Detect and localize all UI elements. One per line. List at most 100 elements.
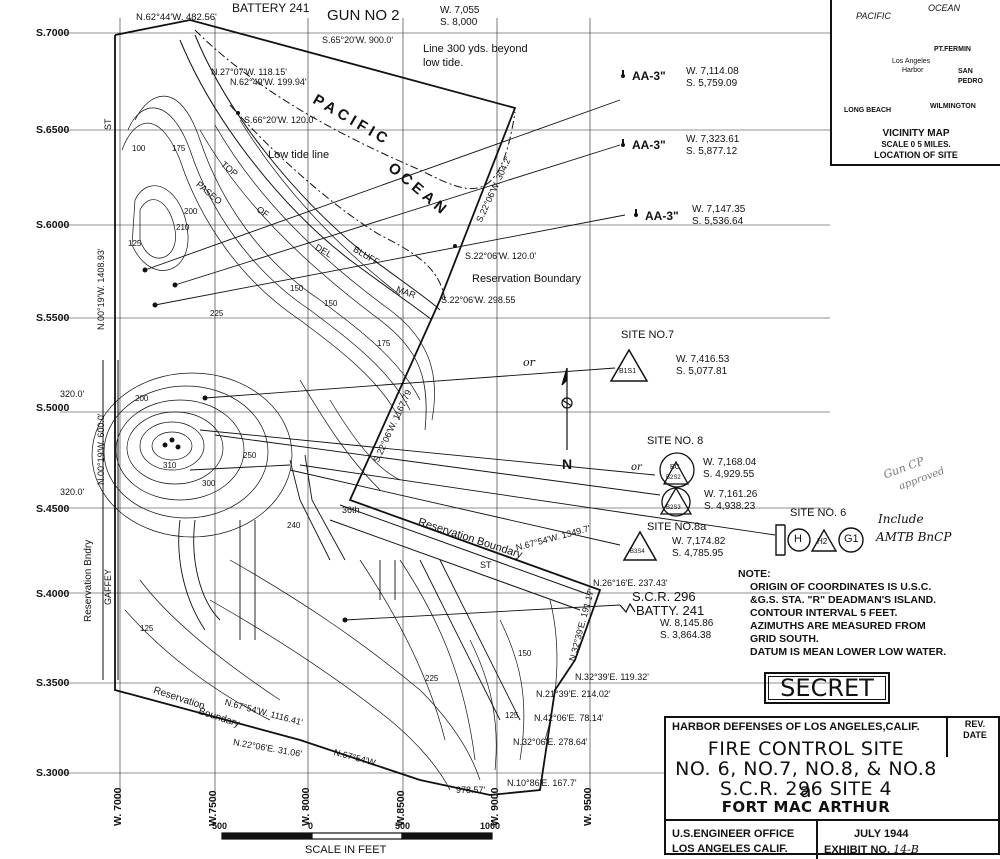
site-8-w2: W. 7,161.26 xyxy=(704,489,758,500)
contour-label: 125 xyxy=(505,711,519,720)
site-8-title: SITE NO. 8 xyxy=(647,435,704,447)
line300-label: Line 300 yds. beyond xyxy=(423,43,528,55)
vic-los-angeles: Los Angeles xyxy=(892,58,931,65)
bearing-8: S.22°06'W. 298.55 xyxy=(441,295,516,305)
bearing-13: N.26°16'E. 237.43' xyxy=(593,578,668,588)
site-7-symbol: B1S1 xyxy=(619,368,637,375)
vic-harbor: Harbor xyxy=(902,67,924,74)
contour-label: 175 xyxy=(172,144,186,153)
gaffey-label: GAFFEY xyxy=(103,568,113,605)
note-line: DATUM IS MEAN LOWER LOW WATER. xyxy=(750,646,947,658)
scale-tick-1000: 1000 xyxy=(480,821,501,831)
bearing-11: N.00°19'W. 600.0' xyxy=(96,413,106,485)
vic-scale: SCALE 0 5 MILES. xyxy=(881,140,951,149)
scale-tick-500-left: 500 xyxy=(212,821,228,831)
pen-note-include: Include xyxy=(878,512,924,526)
exhibit-label: EXHIBIT NO. xyxy=(824,844,891,856)
vic-pacific: PACIFIC xyxy=(856,11,891,21)
site-8-s2: S. 4,938.23 xyxy=(704,501,756,512)
bearing-10: N.00°19'W. 1408.93' xyxy=(96,248,106,330)
contour-label: 210 xyxy=(176,223,190,232)
bearing-1: N.62°44'W. 482.56' xyxy=(136,12,217,23)
site-6-g1: G1 xyxy=(844,533,859,545)
coordinate-note: NOTE: ORIGIN OF COORDINATES IS U.S.C. &G… xyxy=(738,568,946,659)
site-8a-title: SITE NO.8a xyxy=(647,521,707,533)
note-line: CONTOUR INTERVAL 5 FEET. xyxy=(750,607,898,619)
site-6-title: SITE NO. 6 xyxy=(790,507,847,519)
vic-wilmington: WILMINGTON xyxy=(930,103,976,110)
rev-label: REV. xyxy=(964,719,986,729)
grid-south-6000: S.6000 xyxy=(36,219,70,231)
office-line-2: LOS ANGELES CALIF. xyxy=(672,843,788,855)
site-8a-symbol: B3S4 xyxy=(630,549,645,555)
bearing-5: S.66°20'W. 120.0' xyxy=(244,115,316,125)
grid-south-5500: S.5500 xyxy=(36,312,70,324)
contour-label: 150 xyxy=(324,299,338,308)
aa-site-3-s: S. 5,536.64 xyxy=(692,216,744,227)
bearing-3: N.62°49'W. 199.94' xyxy=(230,77,307,87)
contour-label: 175 xyxy=(377,339,391,348)
aa-site-3-name: AA-3" xyxy=(645,209,679,223)
exhibit-number: 14-B xyxy=(893,843,919,856)
contour-label: 225 xyxy=(210,309,224,318)
pen-note-or: or xyxy=(523,356,535,369)
contour-label: 125 xyxy=(128,239,142,248)
secret-stamp: SECRET xyxy=(764,672,890,704)
month-label: JULY 1944 xyxy=(854,828,909,840)
reservation-bndry-v: Reservation Bndry xyxy=(83,539,94,622)
low-tide-line-label: Low tide line xyxy=(268,149,330,161)
st-label-b: ST xyxy=(480,560,492,570)
grid-south-4500: S.4500 xyxy=(36,503,70,515)
title-line-4: FORT MAC ARTHUR xyxy=(721,798,891,816)
note-heading: NOTE: xyxy=(738,568,771,580)
grid-south-6500: S.6500 xyxy=(36,124,70,136)
scale-tick-500: 500 xyxy=(395,821,411,831)
site-7-s: S. 5,077.81 xyxy=(676,366,728,377)
grid-south-3000: S.3000 xyxy=(36,767,70,779)
office-line-1: U.S.ENGINEER OFFICE xyxy=(672,828,795,840)
contour-label: 200 xyxy=(184,207,198,216)
scr-w: W. 8,145.86 xyxy=(660,618,714,629)
bearing-14: N.32°39'E. 119.32' xyxy=(575,672,649,682)
bearing-7: S.22°06'W. 120.0' xyxy=(465,251,537,261)
note-line: GRID SOUTH. xyxy=(750,633,819,645)
lowtide-note: low tide. xyxy=(423,57,464,69)
scr-battery-label: BATTY. 241 xyxy=(636,603,705,618)
site-7-title: SITE NO.7 xyxy=(621,329,675,341)
grid-west-9500: W. 9500 xyxy=(582,787,594,826)
site-8-symbol-bc: BC xyxy=(670,464,680,471)
contour-label: 125 xyxy=(140,624,154,633)
contour-label: 150 xyxy=(518,649,532,658)
aa-site-2-w: W. 7,323.61 xyxy=(686,134,740,145)
site-8-s1: S. 4,929.55 xyxy=(703,469,755,480)
scale-label: SCALE IN FEET xyxy=(305,844,387,856)
bearing-16: N.42°06'E. 78.14' xyxy=(534,713,604,723)
contour-label: 240 xyxy=(287,521,301,530)
contour-label: 250 xyxy=(243,451,257,460)
vic-san: SAN xyxy=(958,68,973,75)
exhibit-row: EXHIBIT NO. 14-B xyxy=(824,842,1000,858)
vic-caption: VICINITY MAP SCALE 0 5 MILES. LOCATION O… xyxy=(832,128,1000,161)
grid-south-4000: S.4000 xyxy=(36,588,70,600)
site-7-w: W. 7,416.53 xyxy=(676,354,730,365)
title-line-3: S.C.R. 296 SITE 4 xyxy=(719,778,893,800)
contour-label: 320.0' xyxy=(60,487,85,497)
aa-site-1-name: AA-3" xyxy=(632,69,666,83)
vic-long-beach: LONG BEACH xyxy=(844,107,892,114)
scr-s: S. 3,864.38 xyxy=(660,630,712,641)
st-label: ST xyxy=(103,118,113,130)
grid-south-7000: S.7000 xyxy=(36,27,70,39)
contour-label: 310 xyxy=(163,461,177,470)
bearing-18: N.10°86'E. 167.7' xyxy=(507,778,577,788)
grid-south-5000: S.5000 xyxy=(36,402,70,414)
gun-label: GUN NO 2 xyxy=(327,7,400,24)
vic-location: LOCATION OF SITE xyxy=(874,150,958,160)
battery-label: BATTERY 241 xyxy=(232,1,310,15)
site-6-h: H xyxy=(794,533,802,545)
rev-date-box: REV. DATE xyxy=(946,717,1000,757)
site-8a-s: S. 4,785.95 xyxy=(672,548,724,559)
contour-label: 100 xyxy=(132,144,146,153)
aa-site-2-s: S. 5,877.12 xyxy=(686,146,738,157)
gun-coord-w: W. 7,055 xyxy=(440,5,480,16)
